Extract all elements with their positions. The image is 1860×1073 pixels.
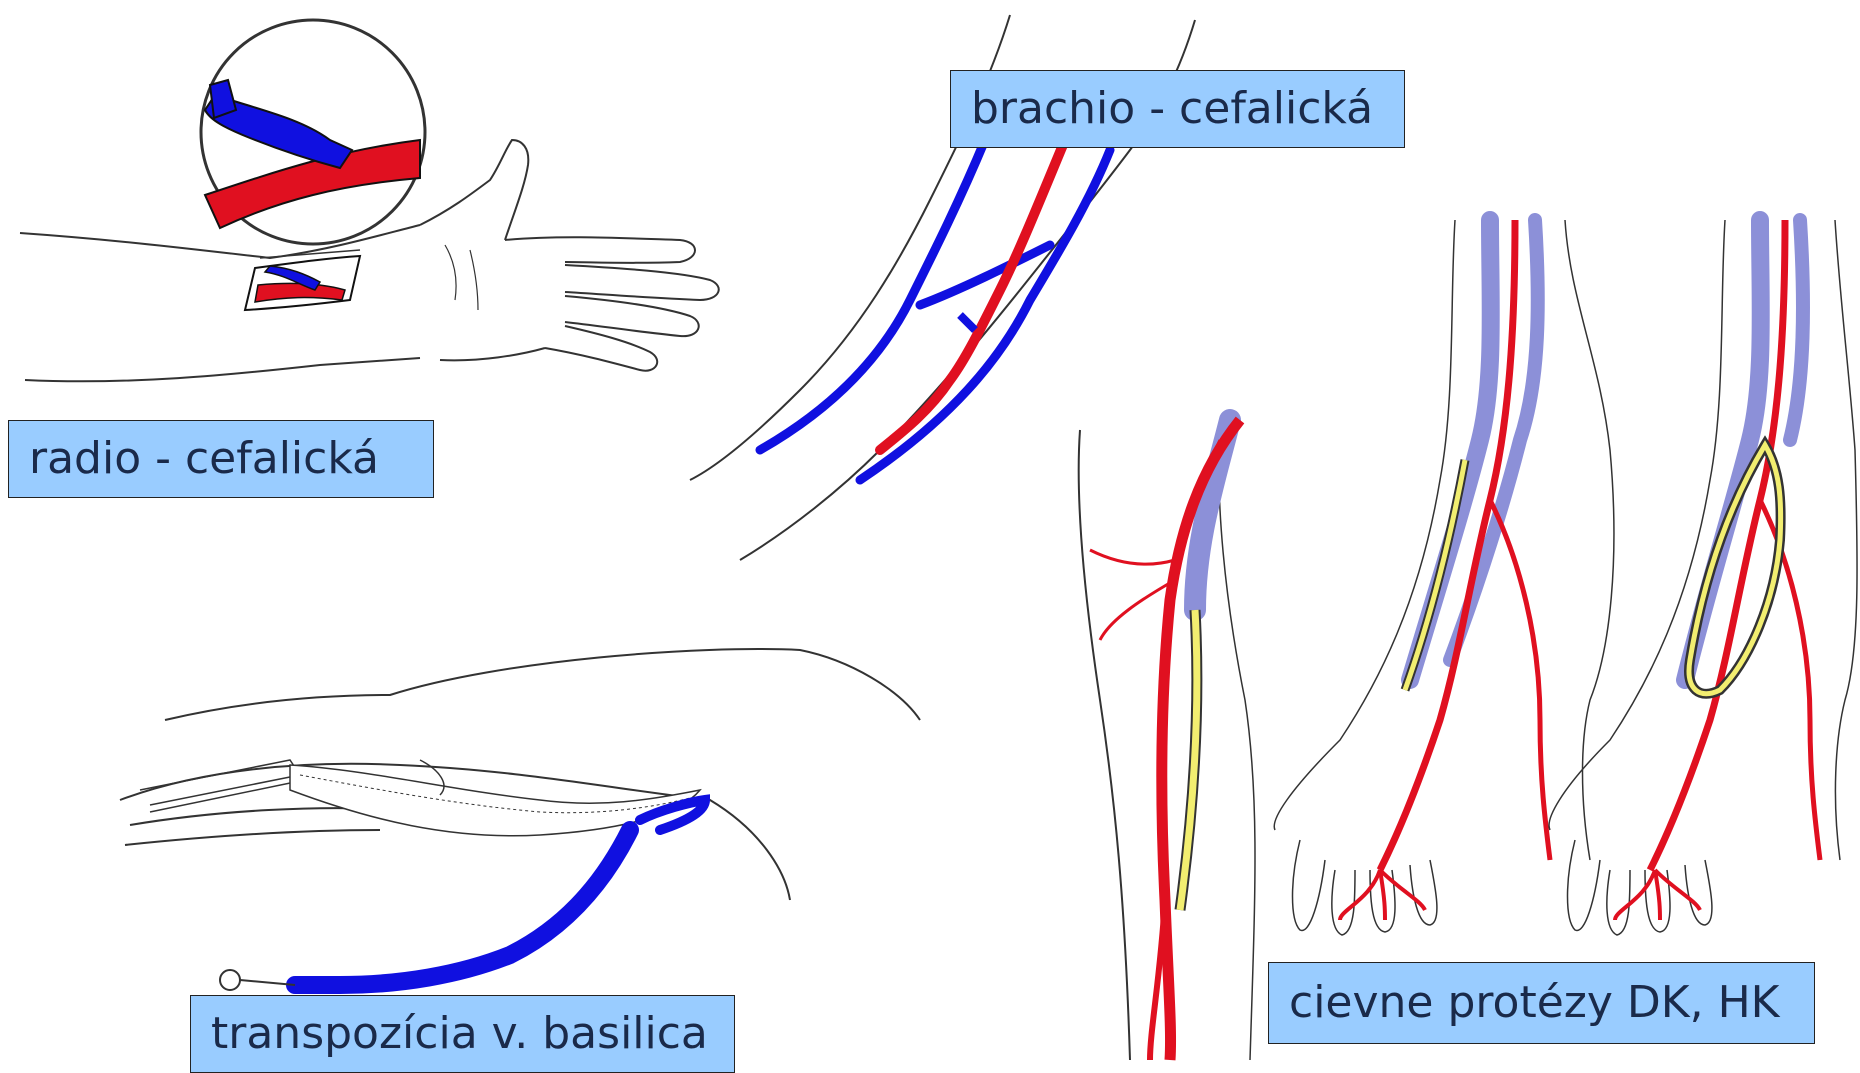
label-transpozicia-basilica: transpozícia v. basilica: [190, 995, 735, 1073]
label-brachio-cefalicka: brachio - cefalická: [950, 70, 1405, 148]
magnifier-circle: [201, 20, 425, 244]
radio-cephalic-illustration: [20, 20, 719, 381]
basilic-transposition-illustration: [120, 649, 920, 990]
forearm-grafts-illustration: [1274, 220, 1857, 935]
label-cievne-protezy: cievne protézy DK, HK: [1268, 962, 1815, 1044]
label-radio-cefalicka: radio - cefalická: [8, 420, 434, 498]
thigh-graft-illustration: [1079, 420, 1255, 1060]
